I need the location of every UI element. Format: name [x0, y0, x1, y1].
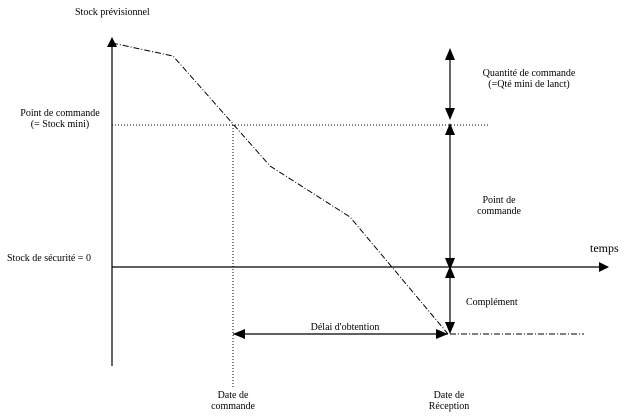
- order-quantity-label: Quantité de commande (=Qté mini de lanct…: [482, 68, 576, 90]
- safety-stock-label: Stock de sécurité = 0: [7, 253, 91, 264]
- complement-label: Complément: [466, 297, 518, 308]
- y-axis-title: Stock prévisionnel: [75, 7, 150, 18]
- reception-date-label: Date de Réception: [428, 390, 470, 412]
- order-date-label: Date de commande: [211, 390, 255, 412]
- x-axis-title: temps: [590, 241, 619, 255]
- lead-time-label: Délai d'obtention: [310, 322, 380, 333]
- order-point-right-label: Point de commande: [477, 195, 521, 217]
- stock-forecast-curve: [111, 42, 449, 335]
- order-point-label: Point de commande (= Stock mini): [20, 108, 100, 130]
